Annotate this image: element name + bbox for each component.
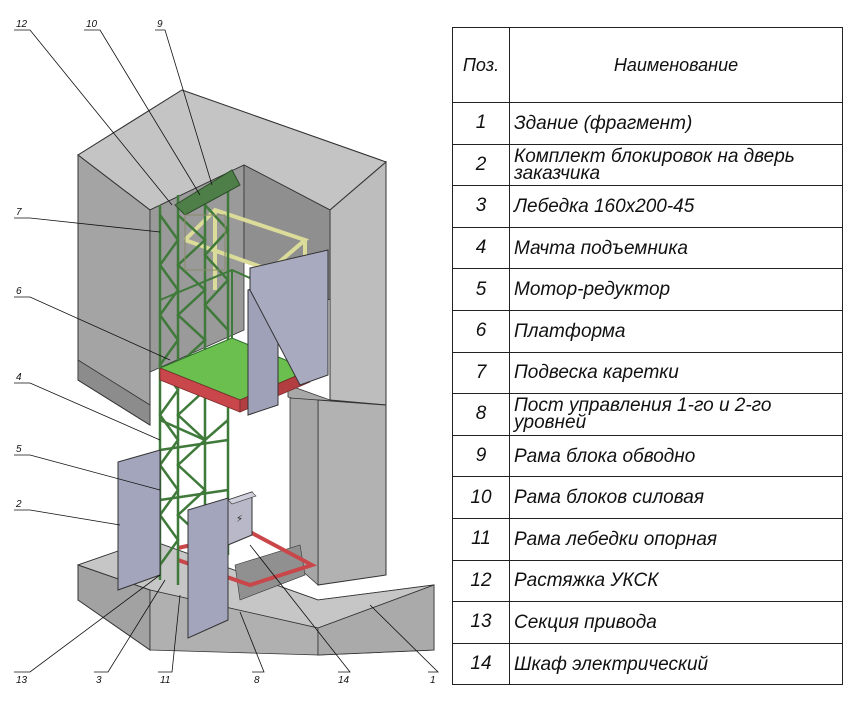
row-pos: 9 — [452, 434, 510, 478]
row-pos: 1 — [452, 102, 510, 145]
row-name: Рама блоков силовая — [509, 476, 843, 519]
callout-4: 4 — [16, 372, 22, 383]
upper-doors — [247, 249, 329, 416]
callout-14: 14 — [338, 675, 350, 686]
callout-5: 5 — [16, 444, 22, 455]
callout-2: 2 — [15, 499, 22, 510]
row-pos: 4 — [452, 226, 510, 270]
mast-top-winch — [174, 169, 241, 271]
header-pos: Поз. — [452, 27, 510, 103]
row-pos: 11 — [452, 517, 510, 561]
row-name: Растяжка УКСК — [509, 559, 843, 603]
callout-8: 8 — [254, 675, 260, 686]
row-name: Платформа — [509, 309, 843, 353]
row-pos: 2 — [452, 143, 510, 187]
row-name: Секция привода — [509, 601, 843, 644]
leader-lines — [14, 29, 439, 673]
row-pos: 5 — [452, 268, 510, 311]
callout-labels: 12 10 9 7 6 4 5 2 13 3 11 8 14 1 — [15, 19, 436, 686]
row-pos: 8 — [452, 393, 510, 436]
callout-6: 6 — [16, 286, 22, 297]
row-pos: 14 — [452, 642, 510, 686]
callout-13: 13 — [16, 675, 28, 686]
row-name: Комплект блокировок на дверь заказчика — [509, 143, 843, 187]
callout-1: 1 — [430, 675, 436, 686]
row-name: Рама лебедки опорная — [509, 517, 843, 561]
callout-10: 10 — [86, 19, 98, 30]
svg-text:⚡: ⚡ — [236, 514, 243, 525]
callout-7: 7 — [16, 207, 22, 218]
callout-11: 11 — [160, 675, 170, 686]
header-name: Наименование — [509, 27, 843, 103]
row-pos: 13 — [452, 601, 510, 644]
row-pos: 6 — [452, 309, 510, 353]
row-name: Пост управления 1-го и 2-го уровней — [509, 393, 843, 436]
row-name: Подвеска каретки — [509, 351, 843, 395]
lift-assembly-drawing: ⚡ 12 10 9 7 6 4 5 2 13 3 11 8 14 1 — [14, 19, 439, 686]
row-pos: 10 — [452, 476, 510, 519]
row-pos: 12 — [452, 559, 510, 603]
row-name: Мачта подъемника — [509, 226, 843, 270]
row-name: Лебедка 160х200-45 — [509, 185, 843, 228]
callout-9: 9 — [157, 19, 163, 30]
row-name: Шкаф электрический — [509, 642, 843, 686]
row-name: Рама блока обводно — [509, 434, 843, 478]
callout-12: 12 — [16, 19, 28, 30]
lower-doors — [117, 449, 229, 639]
row-pos: 7 — [452, 351, 510, 395]
electrical-cabinet: ⚡ — [227, 491, 257, 546]
row-name: Здание (фрагмент) — [509, 102, 843, 145]
row-pos: 3 — [452, 185, 510, 228]
row-name: Мотор-редуктор — [509, 268, 843, 311]
table-header-row: Поз. Наименование — [452, 27, 843, 103]
callout-3: 3 — [96, 675, 102, 686]
